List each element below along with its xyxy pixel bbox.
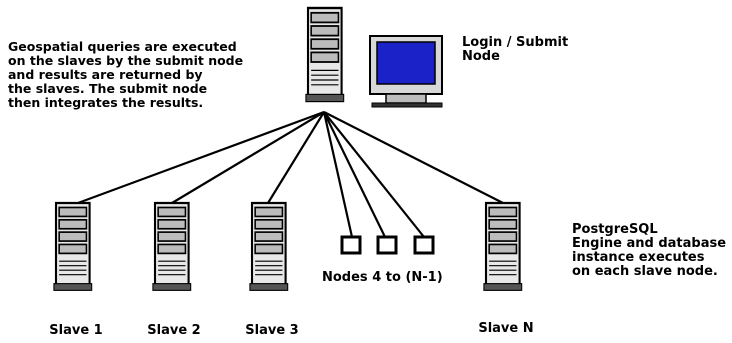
node-box-icon <box>340 235 362 255</box>
slave-n-server-icon <box>482 201 523 292</box>
submit-server-icon <box>304 6 345 103</box>
link-node-5 <box>323 111 386 238</box>
postgres-description: PostgreSQL Engine and database instance … <box>572 222 727 279</box>
slave-1-server-icon <box>52 201 93 292</box>
link-slave-1 <box>77 110 325 205</box>
node-box-icon <box>413 235 435 255</box>
node-box-icon <box>376 235 398 255</box>
description-text: Geospatial queries are executed on the s… <box>8 39 244 110</box>
connection-lines <box>77 110 504 238</box>
monitor-icon <box>369 35 443 108</box>
link-node-4 <box>322 111 354 238</box>
slave-3-label: Slave 3 <box>245 323 299 338</box>
link-slave-3 <box>267 111 325 204</box>
slave-1-label: Slave 1 <box>49 323 103 338</box>
link-node-6 <box>323 111 425 238</box>
nodes-range-label: Nodes 4 to (N-1) <box>322 270 443 285</box>
slave-n-label: Slave N <box>478 321 534 336</box>
slave-2-label: Slave 2 <box>147 323 201 338</box>
login-submit-label: Login / Submit Node <box>462 35 569 64</box>
node-boxes <box>340 235 435 255</box>
link-slave-n <box>323 111 504 204</box>
slave-2-server-icon <box>151 201 192 292</box>
link-slave-2 <box>171 111 325 204</box>
slave-3-server-icon <box>248 201 289 292</box>
